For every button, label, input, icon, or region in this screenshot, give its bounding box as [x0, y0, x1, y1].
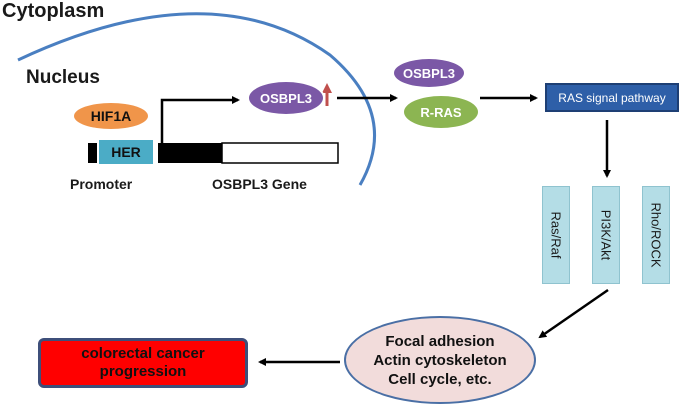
osbpl3-node: OSBPL3: [247, 80, 325, 116]
cytoplasm-label: Cytoplasm: [2, 0, 105, 22]
ras-pathway-box: RAS signal pathway: [545, 83, 679, 112]
result-box: colorectal cancer progression: [38, 338, 248, 388]
ras-raf-label: Ras/Raf: [548, 211, 564, 259]
outcome-cell-cycle: Cell cycle, etc.: [388, 370, 492, 388]
transcription-arrow: [160, 96, 240, 143]
gene-bar-black-start: [88, 143, 98, 163]
promoter-label: Promoter: [70, 176, 133, 192]
result-line-2: progression: [99, 363, 187, 380]
outcome-actin-cytoskeleton: Actin cytoskeleton: [373, 351, 507, 369]
rho-rock-box: Rho/ROCK: [642, 186, 670, 284]
nucleus-label: Nucleus: [26, 67, 100, 88]
outcome-focal-adhesion: Focal adhesion: [385, 332, 495, 350]
nuclear-envelope: [17, 12, 376, 186]
pi3k-akt-box: PI3K/Akt: [592, 186, 620, 284]
osbpl3-complex-node: OSBPL3: [392, 57, 466, 89]
gene-bar-black: [158, 143, 222, 163]
pi3k-akt-label: PI3K/Akt: [598, 209, 614, 261]
gene-bar-white: [221, 142, 339, 164]
r-ras-node: R-RAS: [402, 94, 480, 130]
hif1a-node: HIF1A: [72, 101, 150, 131]
her-node: HER: [97, 138, 155, 166]
ras-raf-box: Ras/Raf: [542, 186, 570, 284]
result-line-1: colorectal cancer: [81, 345, 205, 362]
outcomes-node: Focal adhesion Actin cytoskeleton Cell c…: [344, 316, 536, 404]
arrow-branches-to-outcomes: [538, 288, 609, 339]
gene-label: OSBPL3 Gene: [212, 176, 307, 192]
rho-rock-label: Rho/ROCK: [648, 202, 664, 268]
